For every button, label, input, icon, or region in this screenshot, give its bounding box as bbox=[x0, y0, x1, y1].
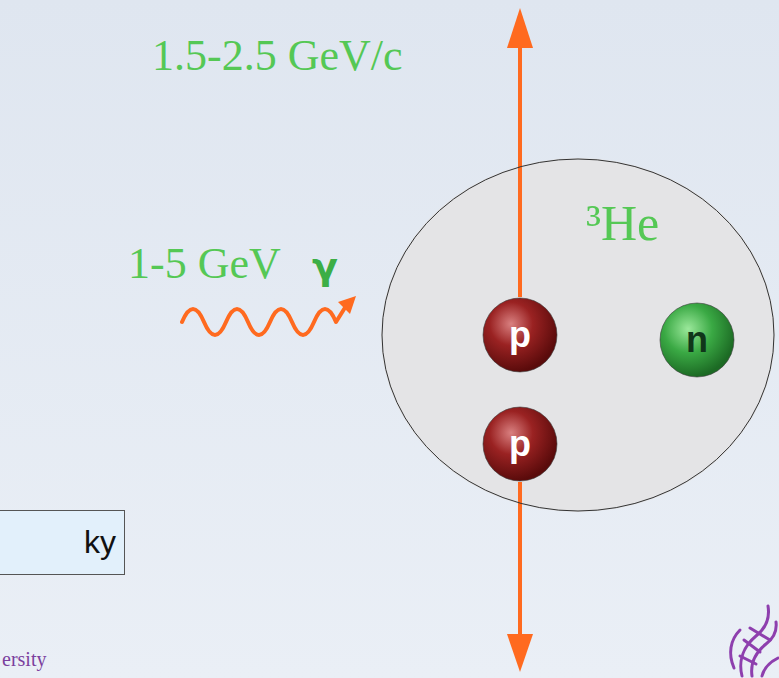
photon-wave bbox=[182, 296, 356, 335]
university-name: ersity bbox=[2, 648, 46, 671]
nucleus-border bbox=[382, 159, 774, 511]
momentum-label: 1.5-2.5 GeV/c bbox=[152, 30, 403, 81]
author-box: ky bbox=[0, 510, 125, 575]
sphere bbox=[660, 303, 734, 377]
proton-momentum-arrows bbox=[507, 8, 533, 672]
node-text: p bbox=[509, 423, 531, 465]
photon-symbol: γ bbox=[312, 244, 338, 288]
university-logo bbox=[731, 606, 778, 676]
node-text: ky bbox=[84, 524, 116, 561]
sphere bbox=[483, 407, 557, 481]
node-text: ³He bbox=[586, 194, 659, 252]
sphere bbox=[483, 298, 557, 372]
neutron-sphere: n bbox=[659, 302, 735, 378]
nucleus-ellipse: ³He p n p bbox=[381, 158, 775, 512]
proton-sphere: p bbox=[482, 406, 558, 482]
proton-sphere: p bbox=[482, 297, 558, 373]
node-text: p bbox=[509, 314, 531, 356]
energy-label: 1-5 GeV bbox=[128, 238, 281, 289]
node-text: n bbox=[686, 319, 708, 361]
nucleus-fill bbox=[381, 158, 775, 512]
